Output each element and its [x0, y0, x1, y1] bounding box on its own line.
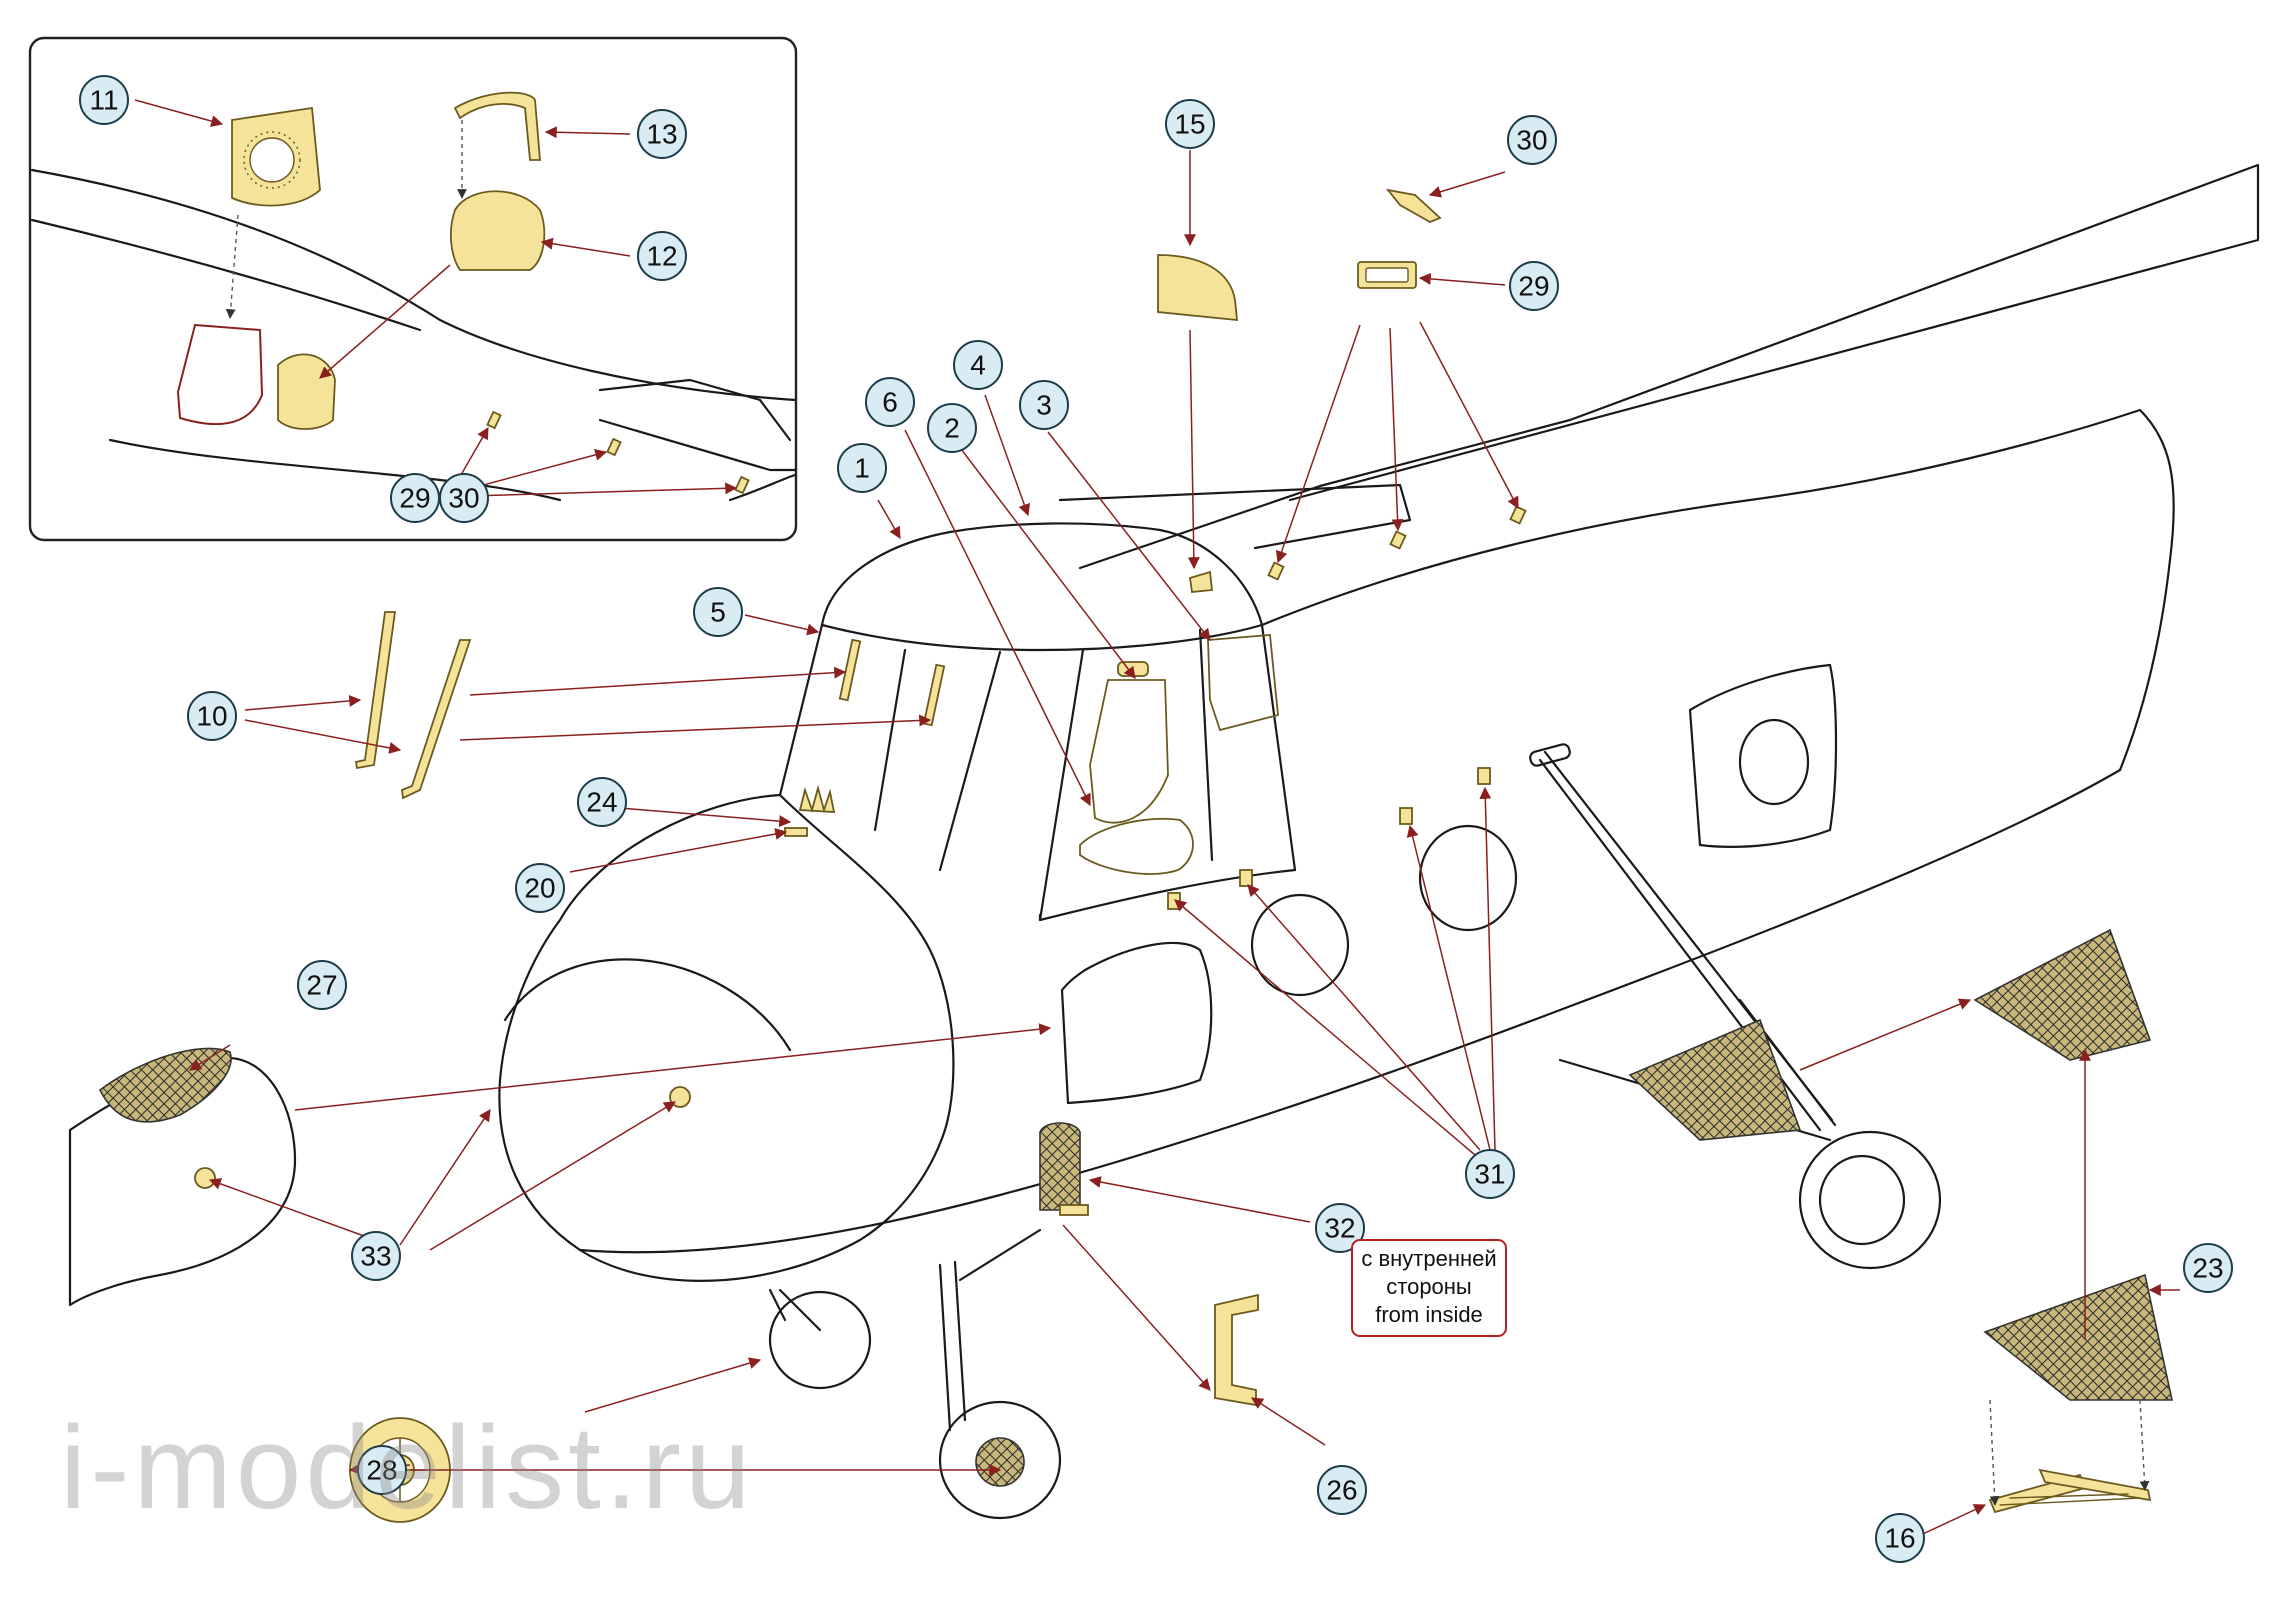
callout-28: 28 — [357, 1445, 407, 1495]
svg-text:29: 29 — [1518, 271, 1549, 302]
inset-clip-2 — [606, 437, 622, 457]
inset-installed-cover — [277, 353, 336, 430]
callout-4: 4 — [953, 340, 1003, 390]
inset-clip-3 — [734, 475, 750, 495]
svg-text:27: 27 — [306, 970, 337, 1001]
part-3-window-frame — [1207, 634, 1279, 732]
svg-text:5: 5 — [710, 597, 726, 628]
callout-23: 23 — [2183, 1243, 2233, 1293]
leader-lines — [188, 150, 2180, 1541]
inset-frame — [28, 36, 798, 542]
svg-text:32: 32 — [1324, 1213, 1355, 1244]
part-10-a — [354, 611, 397, 770]
svg-text:30: 30 — [448, 483, 479, 514]
svg-text:33: 33 — [360, 1241, 391, 1272]
callout-12: 12 — [637, 231, 687, 281]
callout-1: 1 — [837, 443, 887, 493]
part-11 — [231, 106, 321, 207]
part-30 — [1385, 188, 1442, 223]
part-15 — [1157, 254, 1239, 322]
part-12 — [450, 190, 546, 271]
part-6-window-frame — [1079, 817, 1194, 875]
callout-29-inset: 29 — [390, 473, 440, 523]
svg-text:24: 24 — [586, 787, 617, 818]
callout-30-inset: 30 — [439, 473, 489, 523]
callout-26: 26 — [1317, 1465, 1367, 1515]
inset-window-outline — [176, 323, 264, 425]
svg-text:11: 11 — [89, 85, 118, 116]
nose-mesh-27 — [98, 1047, 232, 1123]
part-26 — [1214, 1293, 1259, 1407]
callout-10: 10 — [187, 691, 237, 741]
part-31-a — [1167, 892, 1181, 910]
callout-20: 20 — [515, 863, 565, 913]
callout-29: 29 — [1509, 261, 1559, 311]
callout-15: 15 — [1165, 99, 1215, 149]
part-15-installed — [1188, 570, 1213, 593]
svg-text:2: 2 — [944, 413, 960, 444]
callout-11: 11 — [79, 75, 129, 125]
part-33-left — [194, 1167, 216, 1189]
helicopter-outline — [68, 163, 2260, 1520]
part-20 — [784, 827, 808, 837]
svg-text:6: 6 — [882, 387, 898, 418]
callout-3: 3 — [1019, 380, 1069, 430]
note-line-1: с внутренней — [1361, 1246, 1496, 1271]
part-2-window-frame — [1089, 679, 1169, 824]
svg-text:20: 20 — [524, 873, 555, 904]
inset-clip-1 — [486, 410, 502, 430]
part-31-d — [1477, 767, 1491, 785]
svg-text:28: 28 — [366, 1455, 397, 1486]
svg-text:26: 26 — [1326, 1475, 1357, 1506]
svg-text:30: 30 — [1516, 125, 1547, 156]
from-inside-note: с внутренней стороны from inside — [1351, 1239, 1507, 1337]
part-13 — [453, 91, 541, 161]
part-1-handle — [1117, 661, 1149, 677]
svg-text:23: 23 — [2192, 1253, 2223, 1284]
part-31-c — [1399, 807, 1413, 825]
callout-30: 30 — [1507, 115, 1557, 165]
part-23-installed-lower — [1628, 1018, 1802, 1141]
svg-text:31: 31 — [1474, 1159, 1505, 1190]
part-23 — [1983, 1273, 2173, 1401]
callout-6: 6 — [865, 377, 915, 427]
svg-text:13: 13 — [646, 119, 677, 150]
svg-text:1: 1 — [854, 453, 870, 484]
callout-31: 31 — [1465, 1149, 1515, 1199]
callout-2: 2 — [927, 403, 977, 453]
svg-text:3: 3 — [1036, 390, 1052, 421]
note-line-2: стороны — [1386, 1274, 1472, 1299]
callout-32: 32 — [1315, 1203, 1365, 1253]
parts-main — [349, 188, 2173, 1523]
callout-33: 33 — [351, 1231, 401, 1281]
note-line-3: from inside — [1375, 1302, 1483, 1327]
svg-text:10: 10 — [196, 701, 227, 732]
part-32-grille — [1039, 1122, 1081, 1211]
callout-13: 13 — [637, 109, 687, 159]
svg-text:12: 12 — [646, 241, 677, 272]
svg-text:16: 16 — [1884, 1523, 1915, 1554]
svg-text:15: 15 — [1174, 109, 1205, 140]
part-16 — [1988, 1468, 2152, 1514]
part-23-installed-upper — [1973, 928, 2152, 1061]
callout-16: 16 — [1875, 1513, 1925, 1563]
callout-27: 27 — [297, 960, 347, 1010]
svg-text:4: 4 — [970, 350, 986, 381]
callout-5: 5 — [693, 587, 743, 637]
callout-24: 24 — [577, 777, 627, 827]
part-24 — [798, 784, 836, 814]
watermark: i-modelist.ru — [60, 1402, 755, 1534]
part-10-b — [401, 639, 472, 800]
inset-panel — [28, 36, 798, 542]
svg-text:29: 29 — [399, 483, 430, 514]
part-31-b — [1239, 869, 1253, 887]
